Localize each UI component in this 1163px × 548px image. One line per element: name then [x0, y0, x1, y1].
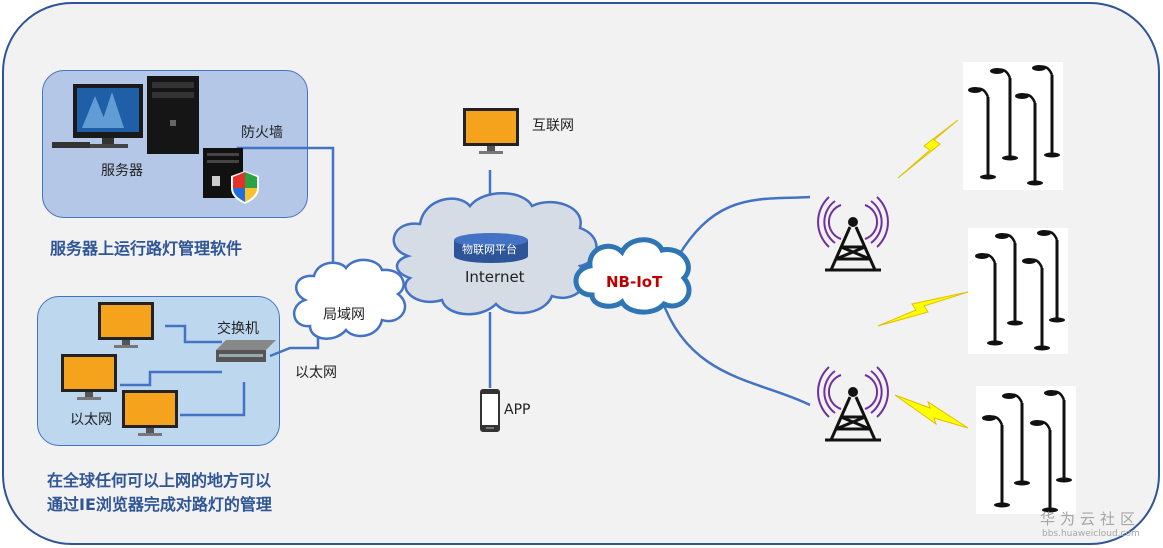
platform-label: 物联网平台 [462, 243, 517, 256]
internet-cn-label: 互联网 [532, 118, 574, 134]
pc1-switch-link [165, 324, 222, 344]
nbiot-label: NB-IoT [606, 273, 663, 291]
lan-cloud [293, 258, 407, 340]
monitor-icon [463, 108, 519, 154]
desktop-server-icon [52, 76, 199, 154]
caption-line-2: 通过IE浏览器完成对路灯的管理 [47, 495, 272, 514]
lamp-group-2 [968, 228, 1068, 354]
lightning-icon [897, 119, 959, 179]
ethernet-inner-label: 以太网 [70, 412, 112, 428]
pc3-switch-link [180, 382, 246, 417]
watermark-name: 华为云社区 [1040, 510, 1141, 528]
internet-label: Internet [465, 268, 525, 286]
lamp-group-3 [976, 386, 1076, 514]
watermark-url: bbs.huaweicloud.com [1042, 529, 1140, 539]
firewall-label: 防火墙 [241, 125, 283, 141]
lightning-icon [894, 394, 969, 429]
server-caption: 服务器上运行路灯管理软件 [50, 239, 243, 258]
ethernet-outer-label: 以太网 [295, 365, 337, 381]
tower2-link [660, 299, 811, 407]
phone-icon [480, 389, 500, 432]
switch-icon [216, 340, 276, 362]
switch-label: 交换机 [217, 321, 259, 337]
lightning-bolts [877, 119, 969, 429]
firewall-link [236, 146, 335, 282]
server-label: 服务器 [101, 163, 143, 179]
lightning-icon [877, 291, 969, 327]
caption-line-1: 在全球任何可以上网的地方可以 [47, 471, 272, 490]
shield-icon [231, 171, 259, 204]
pc2-switch-link [120, 370, 222, 387]
cell-tower-icon [816, 365, 890, 442]
lamp-group-1 [963, 62, 1063, 190]
cell-tower-icon [816, 195, 890, 272]
monitor-icon [98, 302, 154, 348]
app-label: APP [504, 402, 531, 418]
monitor-icon [61, 354, 117, 400]
lan-label: 局域网 [323, 307, 365, 323]
database-icon [454, 233, 528, 263]
monitor-icon [122, 390, 178, 436]
nbiot-cloud [573, 237, 692, 315]
tower1-link [673, 195, 811, 263]
